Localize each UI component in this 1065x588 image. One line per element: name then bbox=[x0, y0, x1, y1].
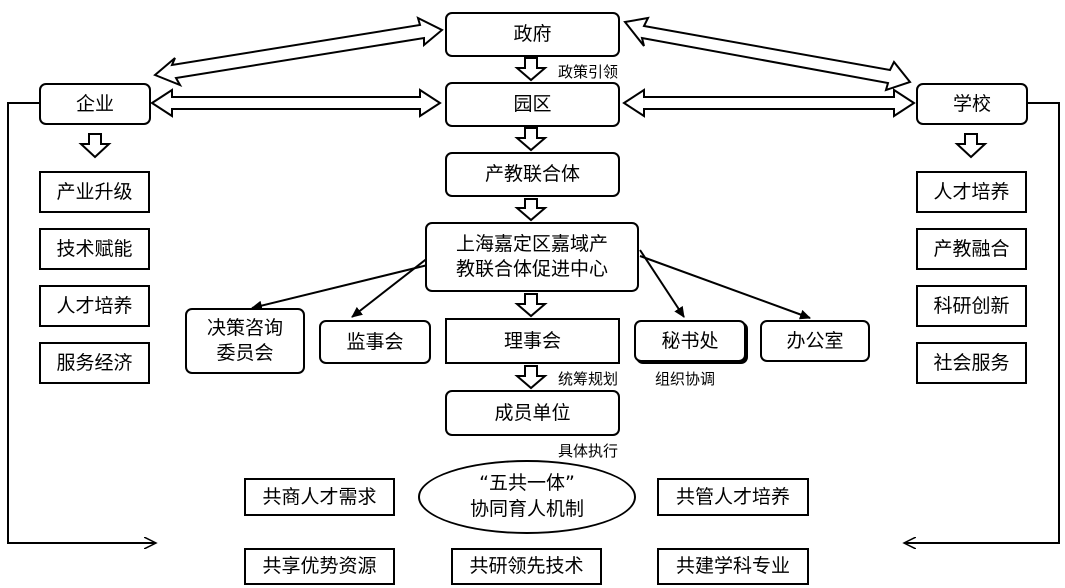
down-arrow-enterprise bbox=[78, 133, 112, 159]
feedback-line-school bbox=[905, 102, 1060, 543]
co-manage-talent-training: 共管人才培养 bbox=[657, 478, 809, 516]
down-arrow-council-members bbox=[514, 365, 548, 390]
school-item-talent: 人才培养 bbox=[916, 171, 1027, 213]
enterprise-box: 企业 bbox=[39, 83, 151, 125]
arrow-to-secretariat bbox=[639, 249, 685, 318]
enterprise-item-economy: 服务经济 bbox=[39, 342, 150, 384]
down-arrow-consortium-center bbox=[514, 198, 548, 222]
feedback-line-enterprise bbox=[7, 102, 155, 543]
promotion-center-box: 上海嘉定区嘉域产 教联合体促进中心 bbox=[425, 222, 639, 292]
label-policy-guidance: 政策引领 bbox=[558, 63, 619, 81]
co-discuss-talent-demand: 共商人才需求 bbox=[244, 478, 395, 516]
label-overall-planning: 统筹规划 bbox=[558, 370, 619, 388]
government-box: 政府 bbox=[445, 12, 620, 57]
mechanism-oval: “五共一体” 协同育人机制 bbox=[418, 460, 636, 534]
mechanism-line1: “五共一体” bbox=[479, 472, 575, 495]
down-arrow-park-consortium bbox=[514, 127, 548, 152]
park-box: 园区 bbox=[445, 82, 620, 127]
double-arrow-enterprise-park bbox=[150, 88, 442, 118]
school-item-research: 科研创新 bbox=[916, 285, 1027, 327]
school-box: 学校 bbox=[916, 83, 1028, 125]
enterprise-item-tech: 技术赋能 bbox=[39, 228, 150, 270]
double-arrow-park-school bbox=[622, 88, 916, 118]
down-arrow-center-council bbox=[514, 293, 548, 318]
label-coordination: 组织协调 bbox=[655, 370, 716, 388]
promotion-center-line2: 教联合体促进中心 bbox=[455, 258, 608, 280]
down-arrow-gov-park bbox=[514, 57, 548, 82]
co-build-disciplines: 共建学科专业 bbox=[657, 548, 809, 585]
co-share-resources: 共享优势资源 bbox=[244, 548, 395, 585]
co-research-technology: 共研领先技术 bbox=[451, 548, 602, 585]
double-arrow-government-school bbox=[623, 16, 912, 92]
supervisory-board-box: 监事会 bbox=[319, 320, 431, 364]
mechanism-line2: 协同育人机制 bbox=[469, 498, 584, 520]
secretariat-box: 秘书处 bbox=[634, 320, 746, 362]
advisory-line2: 委员会 bbox=[216, 342, 274, 364]
consortium-box: 产教联合体 bbox=[445, 152, 620, 197]
label-execution: 具体执行 bbox=[558, 442, 619, 460]
arrow-to-office bbox=[639, 255, 811, 320]
promotion-center-line1: 上海嘉定区嘉域产 bbox=[455, 233, 608, 256]
arrow-to-advisory bbox=[251, 261, 441, 311]
enterprise-item-talent: 人才培养 bbox=[39, 285, 150, 327]
school-item-service: 社会服务 bbox=[916, 342, 1027, 384]
enterprise-item-upgrade: 产业升级 bbox=[39, 171, 150, 213]
member-units-box: 成员单位 bbox=[445, 390, 620, 436]
arrow-to-supervisory bbox=[351, 249, 439, 318]
advisory-line1: 决策咨询 bbox=[206, 317, 283, 340]
council-box: 理事会 bbox=[445, 318, 620, 364]
down-arrow-school bbox=[954, 133, 988, 159]
double-arrow-enterprise-government bbox=[153, 16, 444, 87]
school-item-integration: 产教融合 bbox=[916, 228, 1027, 270]
advisory-committee-box: 决策咨询 委员会 bbox=[185, 308, 305, 374]
office-box: 办公室 bbox=[760, 320, 870, 362]
